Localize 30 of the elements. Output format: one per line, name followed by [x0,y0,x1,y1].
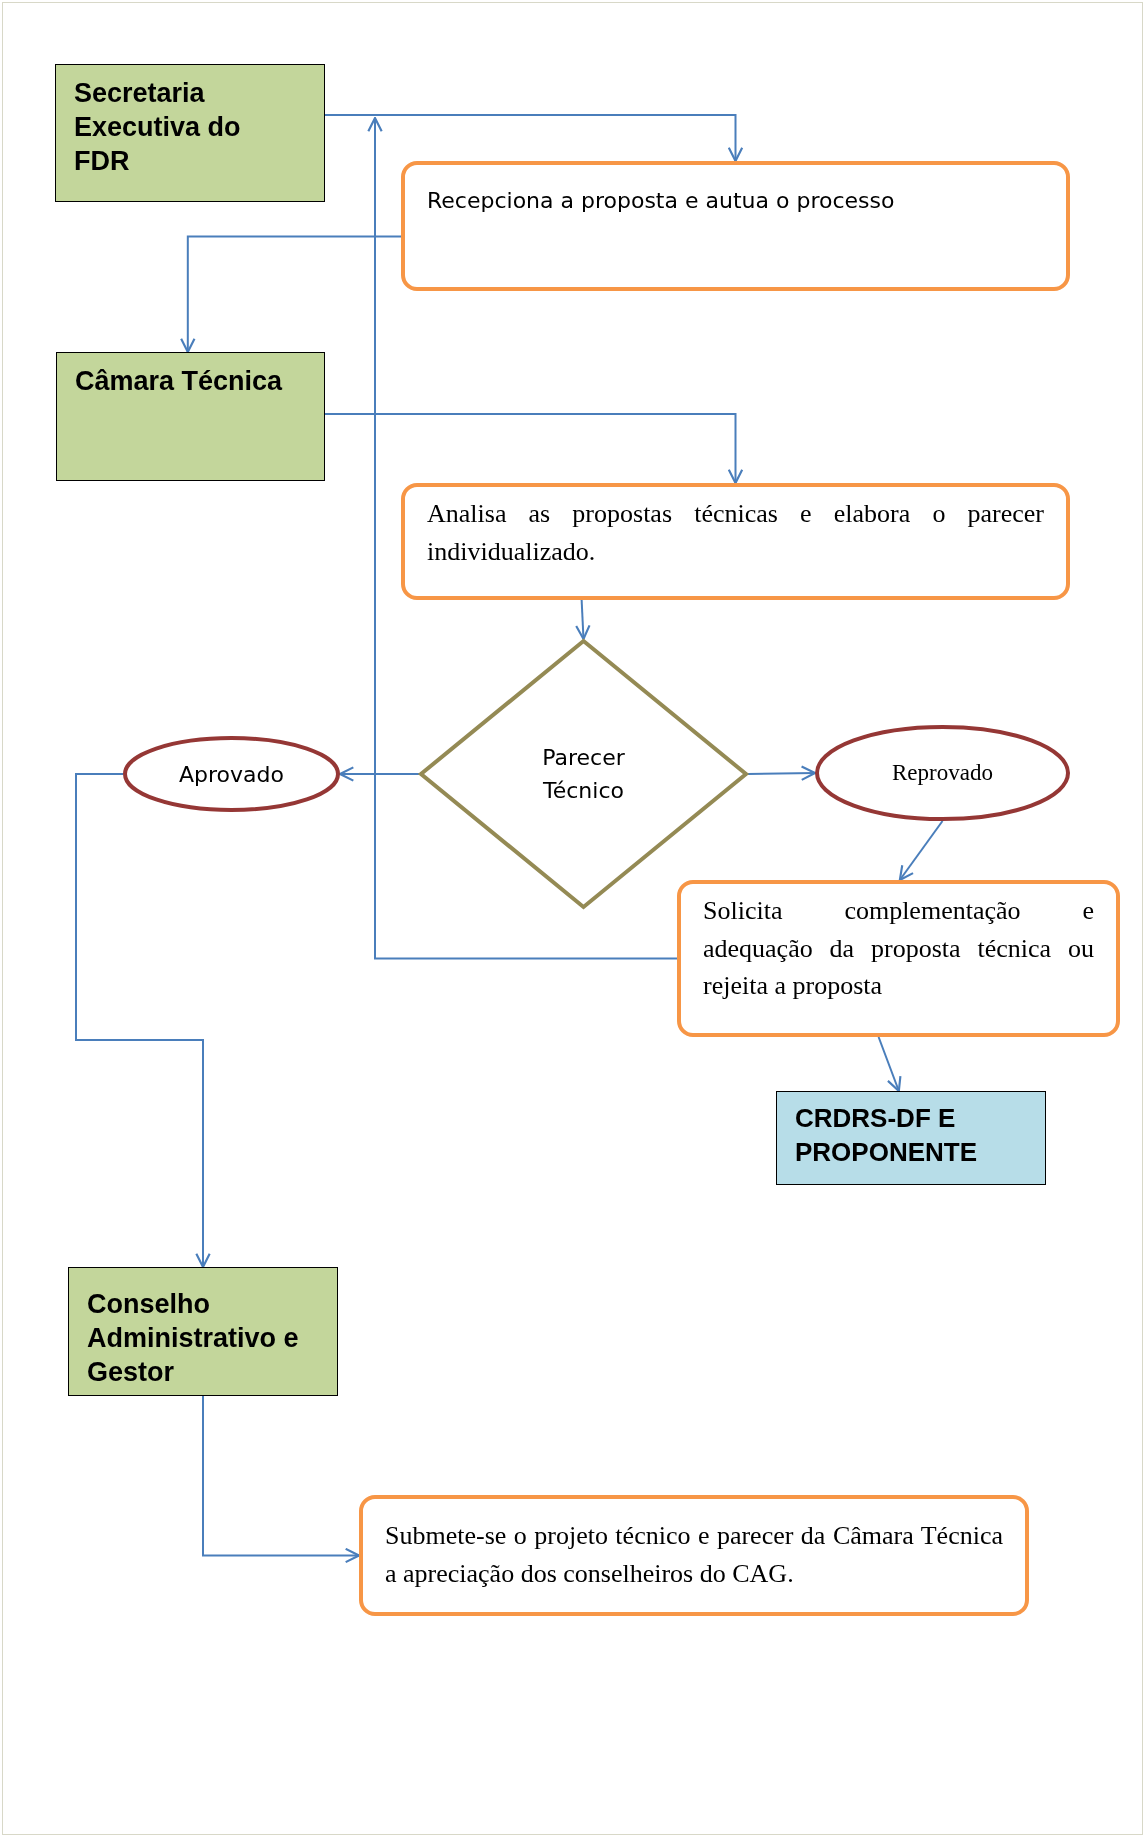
node-label: Parecer Técnico [541,744,626,805]
node-label: Aprovado [179,760,284,789]
actor-box [56,352,325,481]
process-box [359,1495,1029,1616]
destination-box [776,1091,1046,1185]
node-label: Analisa as propostas técnicas e elabora o parecer individualizado. [427,498,1044,568]
arrow [75,773,211,1269]
arrow [898,820,944,882]
node-label: CRDRS-DF E PROPONENTE [795,1102,979,1169]
node-label: Recepciona a proposta e autua o processo [427,187,896,215]
actor-box [68,1267,338,1396]
arrow [202,1395,361,1564]
node-label: Submete-se o projeto técnico e parecer da Câmara Técnica a apreciação dos conselheiros do CAG. [385,1520,1003,1590]
node-label: Conselho Administrativo e Gestor [87,1288,300,1389]
node-label: Câmara Técnica [75,365,284,398]
actor-box [55,64,325,202]
arrow [575,599,591,641]
node-label: Reprovado [892,759,993,788]
arrow [747,765,817,781]
arrow [180,235,402,354]
process-box [401,161,1070,291]
arrow [338,766,420,782]
arrow [324,412,744,485]
process-box [677,880,1120,1037]
process-box [401,483,1070,600]
arrow [324,114,744,163]
node-label: Secretaria Executiva do FDR [74,77,242,178]
arrow [877,1036,902,1093]
node-label: Solicita complementação e adequação da proposta técnica ou rejeita a proposta [703,895,1094,1003]
arrow [367,116,678,960]
